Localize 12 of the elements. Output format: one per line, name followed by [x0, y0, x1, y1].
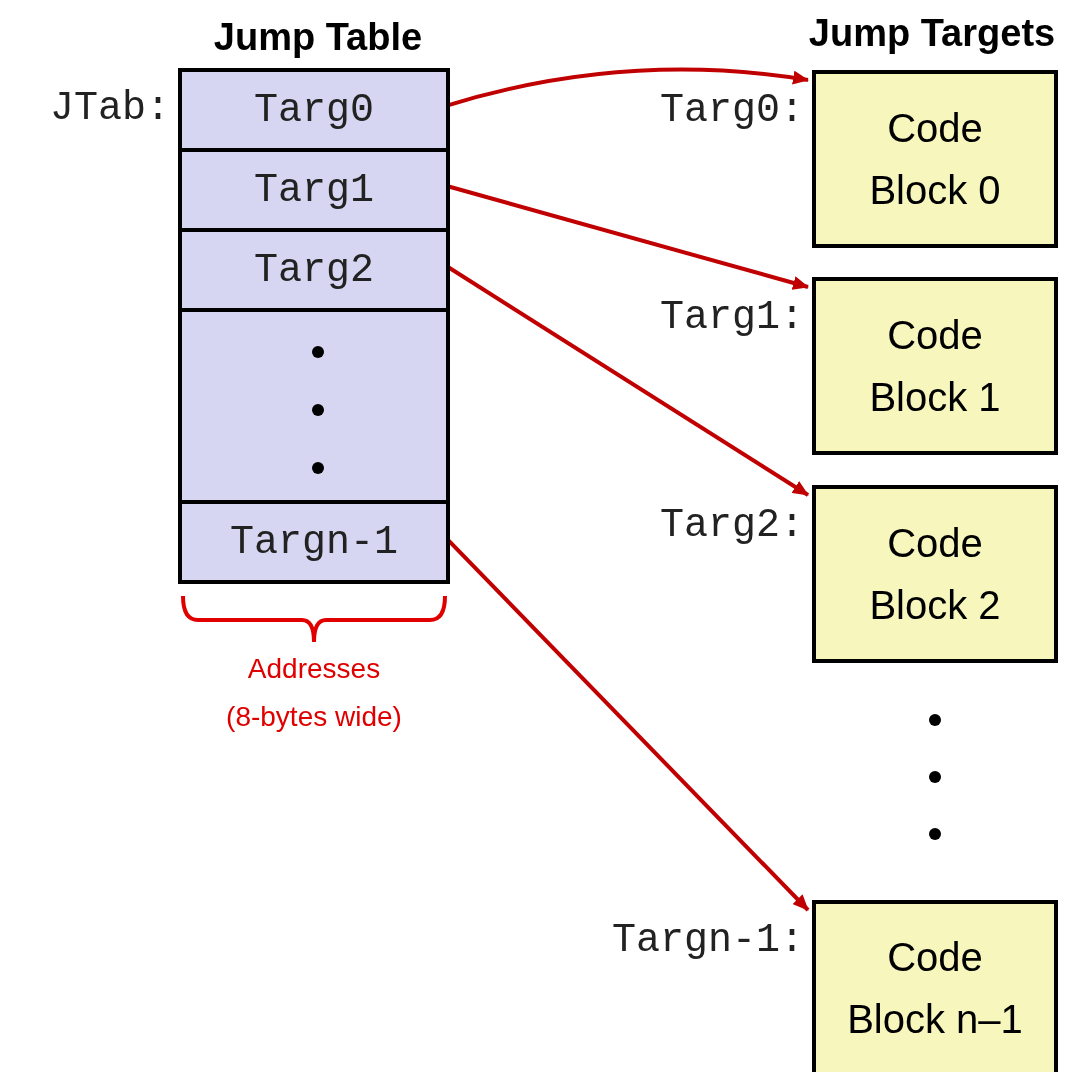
address-label: Targ1:	[658, 295, 804, 340]
table-label: JTab:	[48, 86, 170, 131]
table-heading: Jump Table	[212, 16, 424, 59]
address-label: Targ0:	[658, 88, 804, 133]
code-block-box: Code Block 1	[812, 277, 1058, 455]
address-label: Targ2:	[658, 503, 804, 548]
code-block-box: Code Block 2	[812, 485, 1058, 663]
code-block-box: Code Block n–1	[812, 900, 1058, 1072]
heading: Jump Targets	[807, 12, 1057, 55]
code-block-box: Code Block 0	[812, 70, 1058, 248]
brace-label: Addresses (8-bytes wide)	[225, 652, 403, 734]
address-label: Targn-1:	[610, 918, 804, 963]
